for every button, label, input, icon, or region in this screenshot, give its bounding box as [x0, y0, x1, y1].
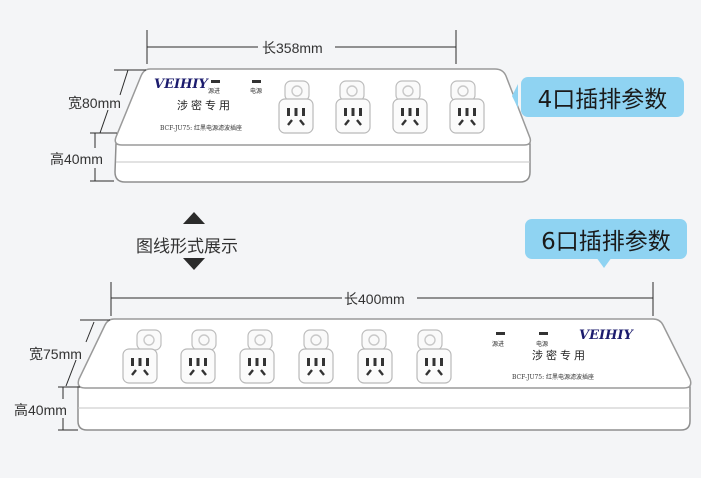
top-strip	[114, 68, 532, 183]
switch-icon	[136, 329, 162, 351]
switch-icon	[339, 80, 365, 102]
down-arrow-icon	[183, 258, 205, 270]
bottom-dimension-lines	[58, 282, 654, 431]
indicator-label-left: 源进	[208, 87, 220, 95]
indicator-label-left: 源进	[492, 340, 504, 348]
socket-icon	[356, 347, 394, 385]
socket-icon	[448, 97, 486, 135]
indicator-light	[252, 80, 261, 83]
switch-icon	[191, 329, 217, 351]
socket-icon	[277, 97, 315, 135]
top-width-label: 宽80mm	[68, 95, 121, 111]
socket-icon	[334, 97, 372, 135]
model-text: BCF-JU75: 红黑电源滤波插座	[160, 124, 242, 132]
bottom-length-label: 长400mm	[344, 291, 405, 307]
brand-logo: VEIHIY	[154, 77, 209, 92]
top-dimension-lines	[90, 30, 457, 182]
bottom-height-label: 高40mm	[14, 402, 67, 418]
top-length-label: 长358mm	[262, 40, 323, 56]
socket-icon	[391, 97, 429, 135]
product-label: 涉密专用	[532, 348, 588, 362]
up-arrow-icon	[183, 212, 205, 224]
indicator-light	[211, 80, 220, 83]
model-text: BCF-JU75: 红黑电源滤波插座	[512, 373, 594, 381]
product-label: 涉密专用	[177, 98, 233, 112]
switch-icon	[417, 329, 443, 351]
switch-icon	[303, 329, 329, 351]
tag-pointer	[512, 84, 518, 108]
socket-icon	[121, 347, 159, 385]
socket-icon	[297, 347, 335, 385]
indicator-label-right: 电源	[250, 87, 262, 95]
brand-logo: VEIHIY	[579, 328, 634, 343]
top-height-label: 高40mm	[50, 151, 103, 167]
tag-6-outlet: 6口插排参数	[525, 219, 687, 259]
socket-icon	[238, 347, 276, 385]
socket-icon	[415, 347, 453, 385]
tag-pointer	[596, 257, 612, 268]
socket-icon	[179, 347, 217, 385]
switch-icon	[247, 329, 273, 351]
bottom-strip	[77, 318, 692, 431]
indicator-label-right: 电源	[536, 340, 548, 348]
indicator-light	[539, 332, 548, 335]
bottom-width-label: 宽75mm	[29, 346, 82, 362]
switch-icon	[450, 80, 476, 102]
switch-icon	[284, 80, 310, 102]
tag-4-outlet: 4口插排参数	[521, 77, 684, 117]
indicator-light	[496, 332, 505, 335]
switch-icon	[361, 329, 387, 351]
middle-label: 图线形式展示	[136, 237, 238, 257]
switch-icon	[395, 80, 421, 102]
